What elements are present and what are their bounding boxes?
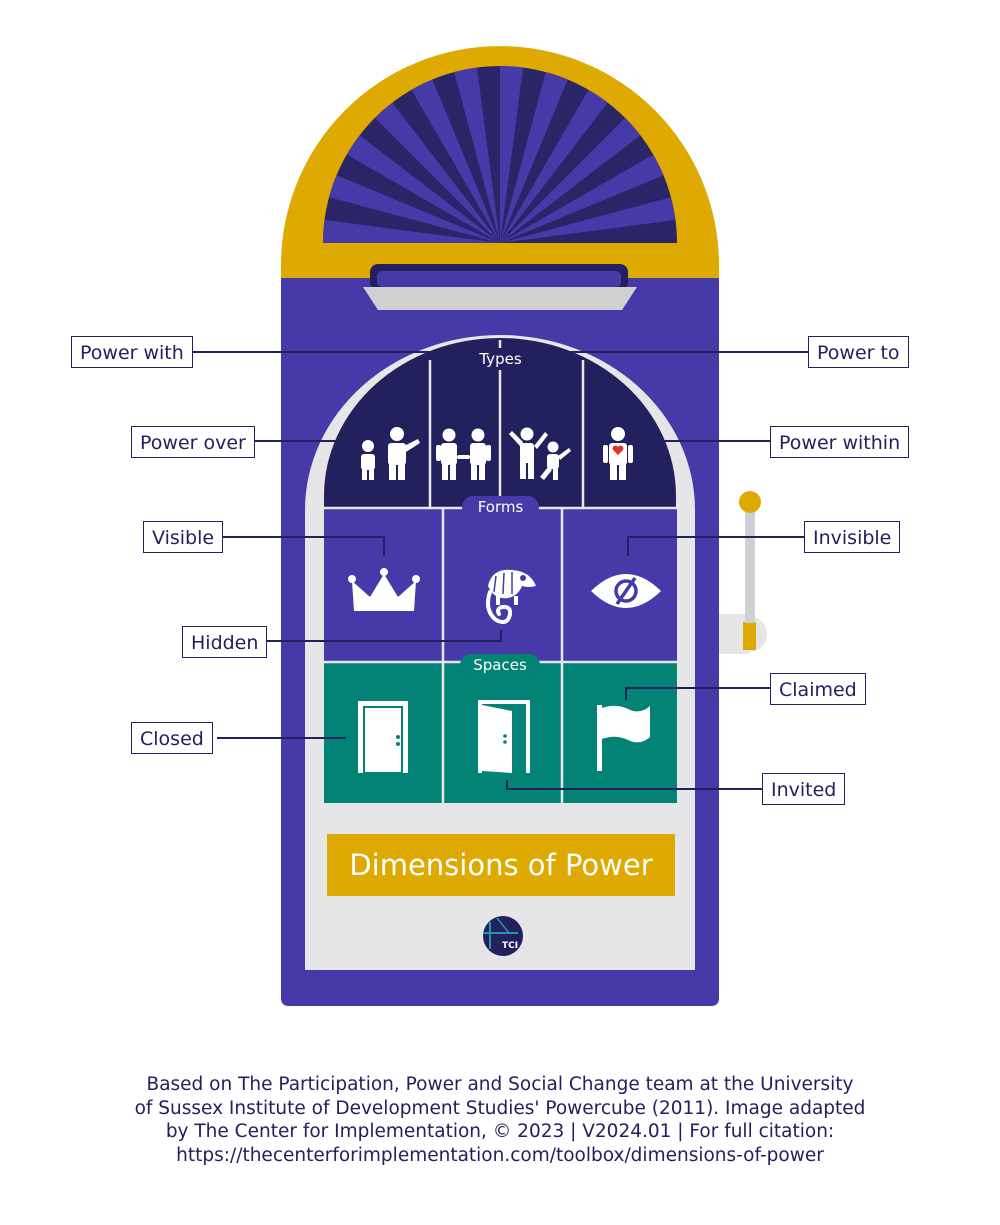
power-over-icon — [361, 427, 420, 480]
tci-logo-text: TCI — [502, 941, 518, 951]
leader-hidden — [266, 630, 502, 642]
sunburst-ray — [432, 66, 500, 243]
citation-line-3: by The Center for Implementation, © 2023… — [165, 1121, 835, 1142]
closed-door-icon — [358, 701, 408, 774]
label-closed: Closed — [131, 722, 213, 754]
chameleon-icon — [486, 569, 536, 624]
tab-forms: Forms — [462, 496, 539, 518]
leader-lines — [190, 351, 808, 790]
sunburst-ray — [323, 143, 500, 243]
crown-icon — [352, 574, 416, 611]
leader-visible — [221, 536, 385, 556]
lever — [719, 491, 767, 654]
sunburst-ray — [500, 113, 677, 243]
crossed-eye-icon — [591, 574, 661, 608]
sunburst-ray — [500, 66, 534, 243]
citation-line-1: Based on The Participation, Power and So… — [146, 1074, 854, 1095]
coin-slot-inner — [377, 271, 621, 287]
power-with-icon — [436, 428, 491, 480]
label-power-to: Power to — [808, 336, 909, 368]
sunburst-ray — [500, 66, 600, 243]
label-invisible: Invisible — [804, 521, 901, 553]
leader-claimed — [625, 687, 770, 700]
sunburst-ray — [370, 66, 500, 243]
sunburst-ray — [500, 175, 677, 243]
leader-invited — [506, 780, 762, 790]
open-door-icon — [478, 700, 530, 773]
tci-logo: TCI — [483, 916, 523, 956]
citation-line-4: https://thecenterforimplementation.com/t… — [176, 1144, 824, 1166]
citation-line-2: of Sussex Institute of Development Studi… — [134, 1097, 866, 1119]
citation-footer: Based on The Participation, Power and So… — [80, 1073, 920, 1167]
leader-power-to — [557, 351, 808, 366]
label-power-with: Power with — [71, 336, 193, 368]
label-invited: Invited — [762, 773, 846, 805]
power-to-icon — [509, 427, 571, 480]
leader-power-with — [190, 351, 449, 367]
label-power-over: Power over — [131, 426, 255, 458]
leader-invisible — [627, 536, 804, 556]
flag-icon — [597, 705, 650, 771]
tab-types: Types — [462, 348, 539, 370]
power-within-icon — [603, 427, 633, 480]
label-power-within: Power within — [770, 426, 910, 458]
label-visible: Visible — [143, 521, 224, 553]
label-claimed: Claimed — [770, 673, 866, 705]
coin-tray — [363, 287, 637, 310]
slot-machine-illustration: TCI — [190, 46, 808, 1006]
tab-spaces: Spaces — [460, 654, 540, 676]
sunburst-ray — [323, 209, 500, 243]
title-banner: Dimensions of Power — [327, 834, 675, 896]
label-hidden: Hidden — [182, 626, 268, 658]
